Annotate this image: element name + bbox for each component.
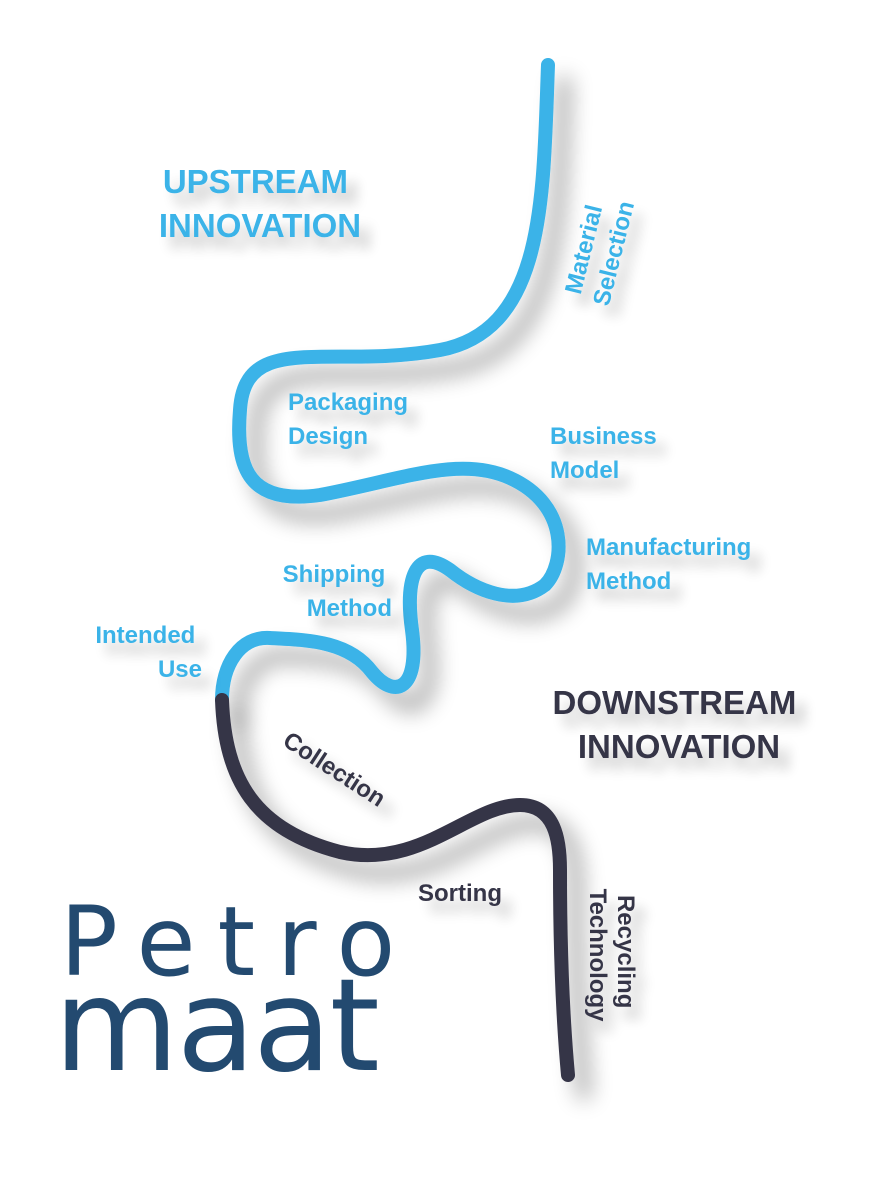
upstream-heading: UPSTREAM INNOVATION	[159, 163, 361, 244]
downstream-heading: DOWNSTREAM INNOVATION	[553, 684, 806, 765]
stage-manufacturing-method: Manufacturing Method	[586, 534, 758, 595]
logo-line-2: maat	[54, 952, 378, 1101]
stage-recycling-technology: Recycling Technology	[584, 889, 639, 1023]
stage-material-selection: Material Selection	[559, 191, 640, 308]
logo-line-1: Petro	[60, 886, 417, 998]
petromaat-logo: Petro maat	[54, 886, 417, 1101]
stage-packaging-design: Packaging Design	[288, 389, 415, 450]
downstream-river	[215, 693, 575, 1082]
stage-collection: Collection	[278, 727, 390, 813]
stage-shipping-method: Shipping Method	[283, 561, 392, 622]
stage-sorting: Sorting	[418, 880, 502, 907]
stage-business-model: Business Model	[550, 423, 663, 484]
upstream-river	[215, 58, 566, 707]
stage-intended-use: Intended Use	[95, 622, 202, 683]
